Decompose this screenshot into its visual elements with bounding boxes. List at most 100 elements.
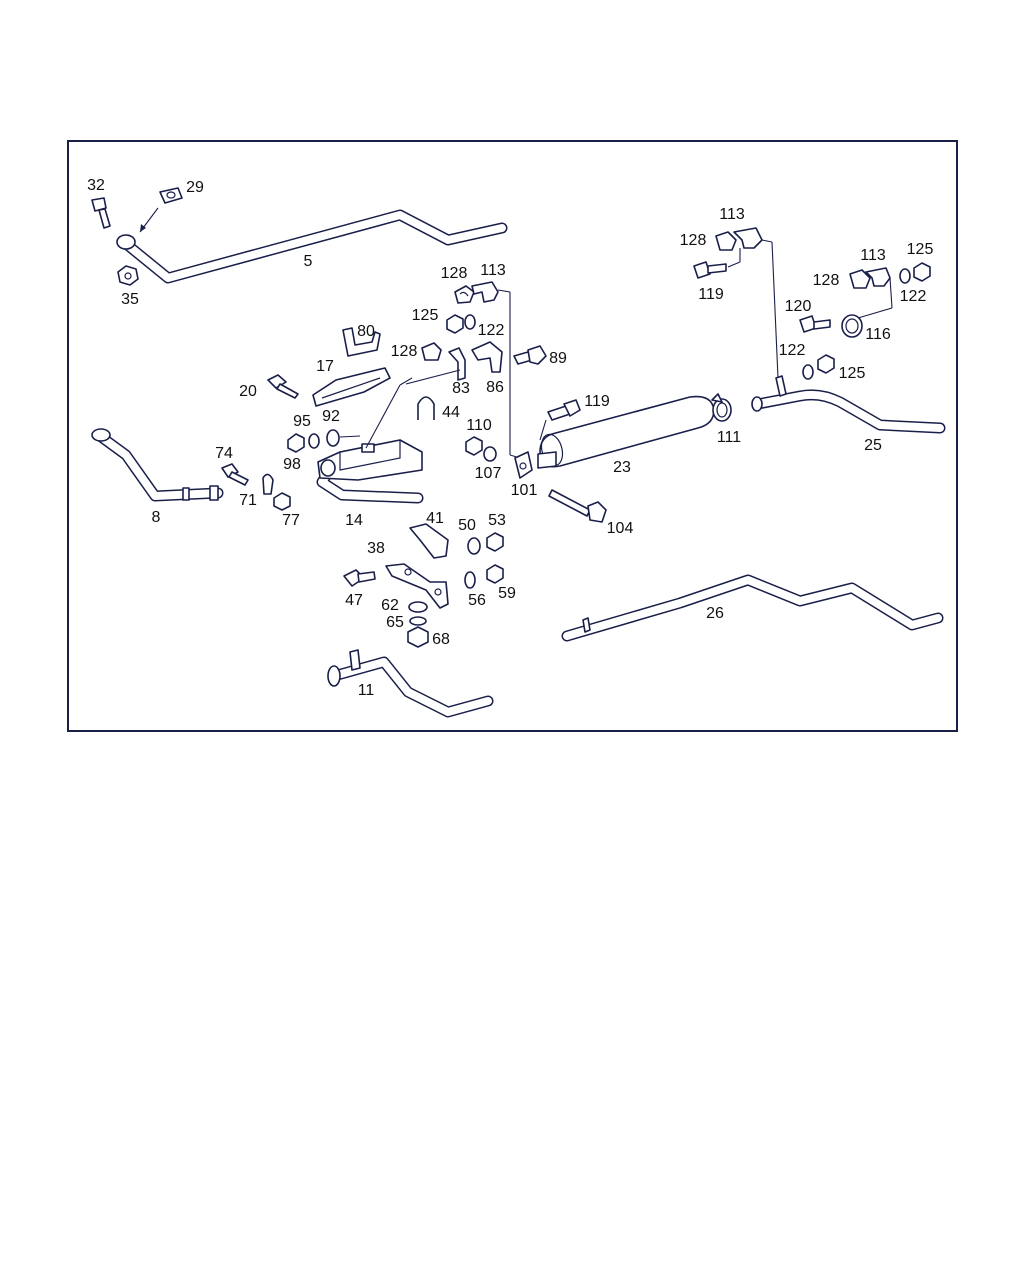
callout-86: 86 bbox=[486, 379, 504, 396]
callout-125-c: 125 bbox=[839, 365, 866, 382]
callout-5: 5 bbox=[304, 253, 313, 270]
screw-20 bbox=[267, 374, 299, 399]
callout-122-a: 122 bbox=[478, 322, 505, 339]
callout-128-b: 128 bbox=[391, 343, 418, 360]
u-bolt-44 bbox=[365, 377, 435, 449]
gasket-29 bbox=[139, 187, 183, 233]
washer-107 bbox=[483, 446, 497, 462]
callout-71: 71 bbox=[239, 492, 257, 509]
bolt-89 bbox=[513, 345, 547, 365]
callout-128-c: 128 bbox=[680, 232, 707, 249]
callout-122-c: 122 bbox=[779, 342, 806, 359]
bracket-113a bbox=[471, 281, 521, 459]
exhaust-pipe-11 bbox=[327, 649, 494, 718]
callout-119-a: 119 bbox=[584, 393, 610, 410]
callout-41: 41 bbox=[426, 510, 444, 527]
rubber-mount-128a bbox=[454, 285, 475, 304]
callout-20: 20 bbox=[239, 383, 257, 400]
callout-77: 77 bbox=[282, 512, 300, 529]
callout-50: 50 bbox=[458, 517, 476, 534]
diagram-frame bbox=[67, 140, 958, 732]
rubber-62 bbox=[408, 601, 428, 613]
callout-47: 47 bbox=[345, 592, 363, 609]
nut-110 bbox=[465, 436, 483, 456]
callout-35: 35 bbox=[121, 291, 139, 308]
rear-muffler-23 bbox=[537, 395, 715, 469]
long-bolt-104 bbox=[548, 489, 607, 523]
callout-11: 11 bbox=[358, 682, 375, 699]
bracket-38 bbox=[385, 563, 449, 609]
callout-128-d: 128 bbox=[813, 272, 840, 289]
bracket-101 bbox=[514, 451, 533, 479]
rubber-mount-128b bbox=[421, 342, 442, 361]
callout-116: 116 bbox=[865, 326, 891, 343]
callout-128-a: 128 bbox=[441, 265, 468, 282]
bolt-47 bbox=[343, 569, 376, 587]
callout-89: 89 bbox=[549, 350, 567, 367]
callout-98: 98 bbox=[283, 456, 301, 473]
center-muffler-14 bbox=[316, 439, 424, 504]
callout-44: 44 bbox=[442, 404, 460, 421]
bolt-120 bbox=[799, 315, 831, 333]
nut-68 bbox=[407, 626, 429, 648]
bolt-74 bbox=[221, 463, 249, 486]
washer-65 bbox=[409, 616, 427, 626]
callout-95: 95 bbox=[293, 413, 311, 430]
bracket-80 bbox=[342, 327, 381, 357]
callout-107: 107 bbox=[475, 465, 502, 482]
nut-77 bbox=[273, 492, 291, 511]
nut-59 bbox=[486, 564, 504, 584]
rubber-mount-128c bbox=[715, 231, 737, 251]
tail-pipe-25 bbox=[751, 375, 946, 434]
washer-50 bbox=[467, 537, 481, 555]
washers-92-95-98 bbox=[287, 429, 361, 453]
callout-26: 26 bbox=[706, 605, 724, 622]
exhaust-pipe-8 bbox=[91, 428, 224, 502]
callout-56: 56 bbox=[468, 592, 486, 609]
callout-68: 68 bbox=[432, 631, 450, 648]
clamp-111 bbox=[711, 393, 732, 422]
callout-125-b: 125 bbox=[907, 241, 934, 258]
washer-122c bbox=[802, 364, 814, 380]
callout-111: 111 bbox=[717, 429, 741, 446]
bracket-41 bbox=[409, 523, 449, 559]
callout-104: 104 bbox=[607, 520, 634, 537]
clamp-116 bbox=[841, 314, 863, 338]
callout-113-a: 113 bbox=[480, 262, 506, 279]
heat-shield-17 bbox=[312, 367, 391, 407]
callout-29: 29 bbox=[186, 179, 204, 196]
callout-110: 110 bbox=[466, 417, 492, 434]
callout-23: 23 bbox=[613, 459, 631, 476]
callout-92: 92 bbox=[322, 408, 340, 425]
nut-53 bbox=[486, 532, 504, 552]
nut-125b bbox=[913, 262, 931, 282]
callout-83: 83 bbox=[452, 380, 470, 397]
washer-56 bbox=[464, 571, 476, 589]
bracket-83 bbox=[405, 347, 466, 385]
callout-14: 14 bbox=[345, 512, 363, 529]
bolt-119a bbox=[539, 399, 581, 441]
callout-8: 8 bbox=[152, 509, 161, 526]
callout-59: 59 bbox=[498, 585, 516, 602]
callout-122-b: 122 bbox=[900, 288, 927, 305]
bolt-32 bbox=[91, 197, 111, 229]
callout-113-c: 113 bbox=[860, 247, 886, 264]
washer-122a bbox=[464, 314, 476, 330]
callout-25: 25 bbox=[864, 437, 882, 454]
nut-125c bbox=[817, 354, 835, 374]
callout-113-b: 113 bbox=[719, 206, 745, 223]
callout-53: 53 bbox=[488, 512, 506, 529]
callout-32: 32 bbox=[87, 177, 105, 194]
callout-125-a: 125 bbox=[412, 307, 439, 324]
callout-119-b: 119 bbox=[698, 286, 724, 303]
bracket-86 bbox=[471, 341, 503, 373]
callout-74: 74 bbox=[215, 445, 233, 462]
bracket-113b bbox=[733, 227, 779, 379]
washer-122b bbox=[899, 268, 911, 284]
callout-120: 120 bbox=[785, 298, 812, 315]
callout-17: 17 bbox=[316, 358, 334, 375]
rubber-mount-128d bbox=[849, 269, 871, 289]
callout-80: 80 bbox=[357, 323, 375, 340]
callout-62: 62 bbox=[381, 597, 399, 614]
